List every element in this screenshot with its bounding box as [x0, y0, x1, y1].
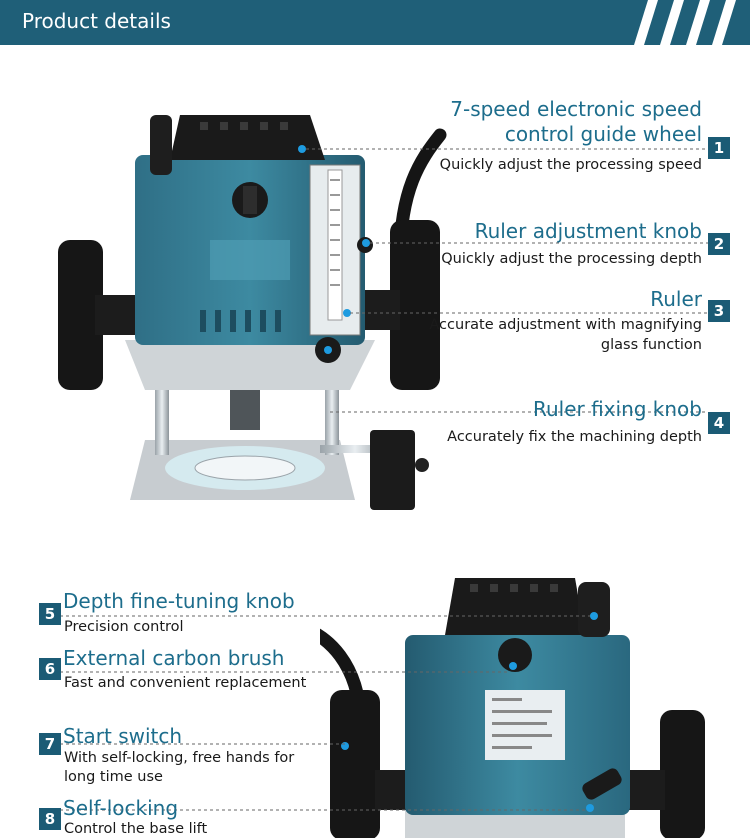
feature-3-badge: 3 — [708, 300, 730, 322]
feature-3-title: Ruler — [650, 287, 702, 311]
header-stripes-decoration — [634, 0, 736, 45]
feature-1-badge: 1 — [708, 137, 730, 159]
feature-1-desc: Quickly adjust the processing speed — [439, 157, 702, 173]
feature-7-desc-line2: long time use — [64, 769, 163, 785]
feature-2-title: Ruler adjustment knob — [474, 219, 702, 243]
feature-3-desc-line1: Accurate adjustment with magnifying — [429, 317, 702, 333]
feature-4-desc: Accurately fix the machining depth — [447, 429, 702, 445]
section-header: Product details — [0, 0, 750, 45]
feature-3-desc-line2: glass function — [600, 337, 702, 353]
feature-2-desc: Quickly adjust the processing depth — [441, 251, 702, 267]
feature-4-badge: 4 — [708, 412, 730, 434]
feature-7-desc-line1: With self-locking, free hands for — [64, 750, 295, 766]
feature-1-title-line2: control guide wheel — [504, 122, 702, 146]
feature-5-badge: 5 — [39, 603, 61, 625]
feature-8-desc: Control the base lift — [64, 821, 208, 837]
router-front-image — [58, 115, 447, 510]
feature-7-badge: 7 — [39, 733, 61, 755]
callout-lines-top — [306, 148, 708, 413]
feature-6-desc: Fast and convenient replacement — [64, 675, 307, 691]
feature-6-title: External carbon brush — [63, 646, 285, 670]
feature-4-title: Ruler fixing knob — [532, 397, 702, 421]
feature-8-title: Self-locking — [63, 796, 179, 820]
feature-2-badge: 2 — [708, 233, 730, 255]
feature-6-badge: 6 — [39, 658, 61, 680]
feature-5-title: Depth fine-tuning knob — [63, 589, 295, 613]
router-rear-image — [320, 578, 705, 838]
feature-1-title-line1: 7-speed electronic speed — [450, 97, 702, 121]
section-title: Product details — [22, 9, 171, 33]
feature-7-title: Start switch — [63, 724, 183, 748]
feature-5-desc: Precision control — [64, 619, 184, 635]
callout-lines-bottom — [60, 615, 590, 811]
feature-8-badge: 8 — [39, 808, 61, 830]
